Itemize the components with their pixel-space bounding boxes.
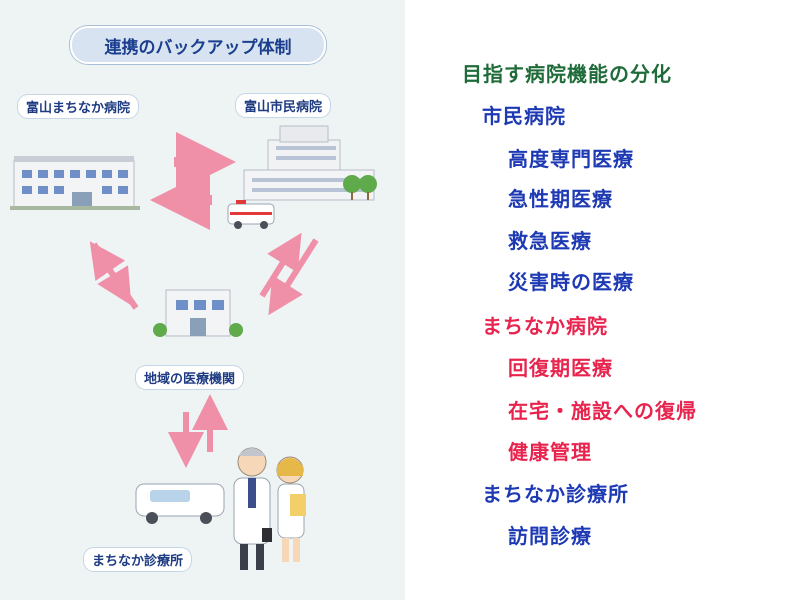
clinic-link-arrows: [168, 394, 228, 468]
home-visit-van-icon: [135, 483, 225, 524]
list-item: 災害時の医療: [508, 270, 634, 294]
doctor-icon: [233, 447, 272, 570]
list-item: 救急医療: [508, 229, 592, 253]
list-item: 回復期医療: [508, 356, 613, 380]
collaboration-diagram-panel: 連携のバックアップ体制 富山まちなか病院 富山市民病院 地域の医療機関 まちなか…: [0, 0, 405, 600]
machinaka-clinic-label: まちなか診療所: [84, 548, 192, 571]
diagram-title: 連携のバックアップ体制: [70, 26, 326, 64]
group-machinaka-clinic: まちなか診療所: [482, 482, 629, 506]
group-civic-hospital: 市民病院: [482, 104, 566, 128]
civic-hospital-label: 富山市民病院: [236, 94, 331, 117]
list-item: 在宅・施設への復帰: [508, 399, 697, 423]
list-item: 健康管理: [508, 440, 592, 464]
hospital-link-arrows: [150, 132, 236, 230]
diagram-illustration: [10, 125, 377, 570]
nurse-icon: [276, 456, 306, 562]
machinaka-hospital-building-icon: [10, 156, 140, 210]
local-link-arrows: [89, 232, 319, 316]
ambulance-icon: [227, 200, 275, 229]
civic-hospital-building-icon: [243, 125, 377, 201]
list-item: 高度専門医療: [508, 147, 634, 171]
list-item: 訪問診療: [508, 524, 592, 548]
local-clinics-label: 地域の医療機関: [136, 366, 244, 389]
group-machinaka-hospital: まちなか病院: [482, 314, 608, 338]
function-heading: 目指す病院機能の分化: [462, 62, 672, 86]
list-item: 急性期医療: [508, 187, 613, 211]
machinaka-hospital-label: 富山まちなか病院: [18, 95, 139, 118]
local-clinic-building-icon: [153, 289, 243, 337]
